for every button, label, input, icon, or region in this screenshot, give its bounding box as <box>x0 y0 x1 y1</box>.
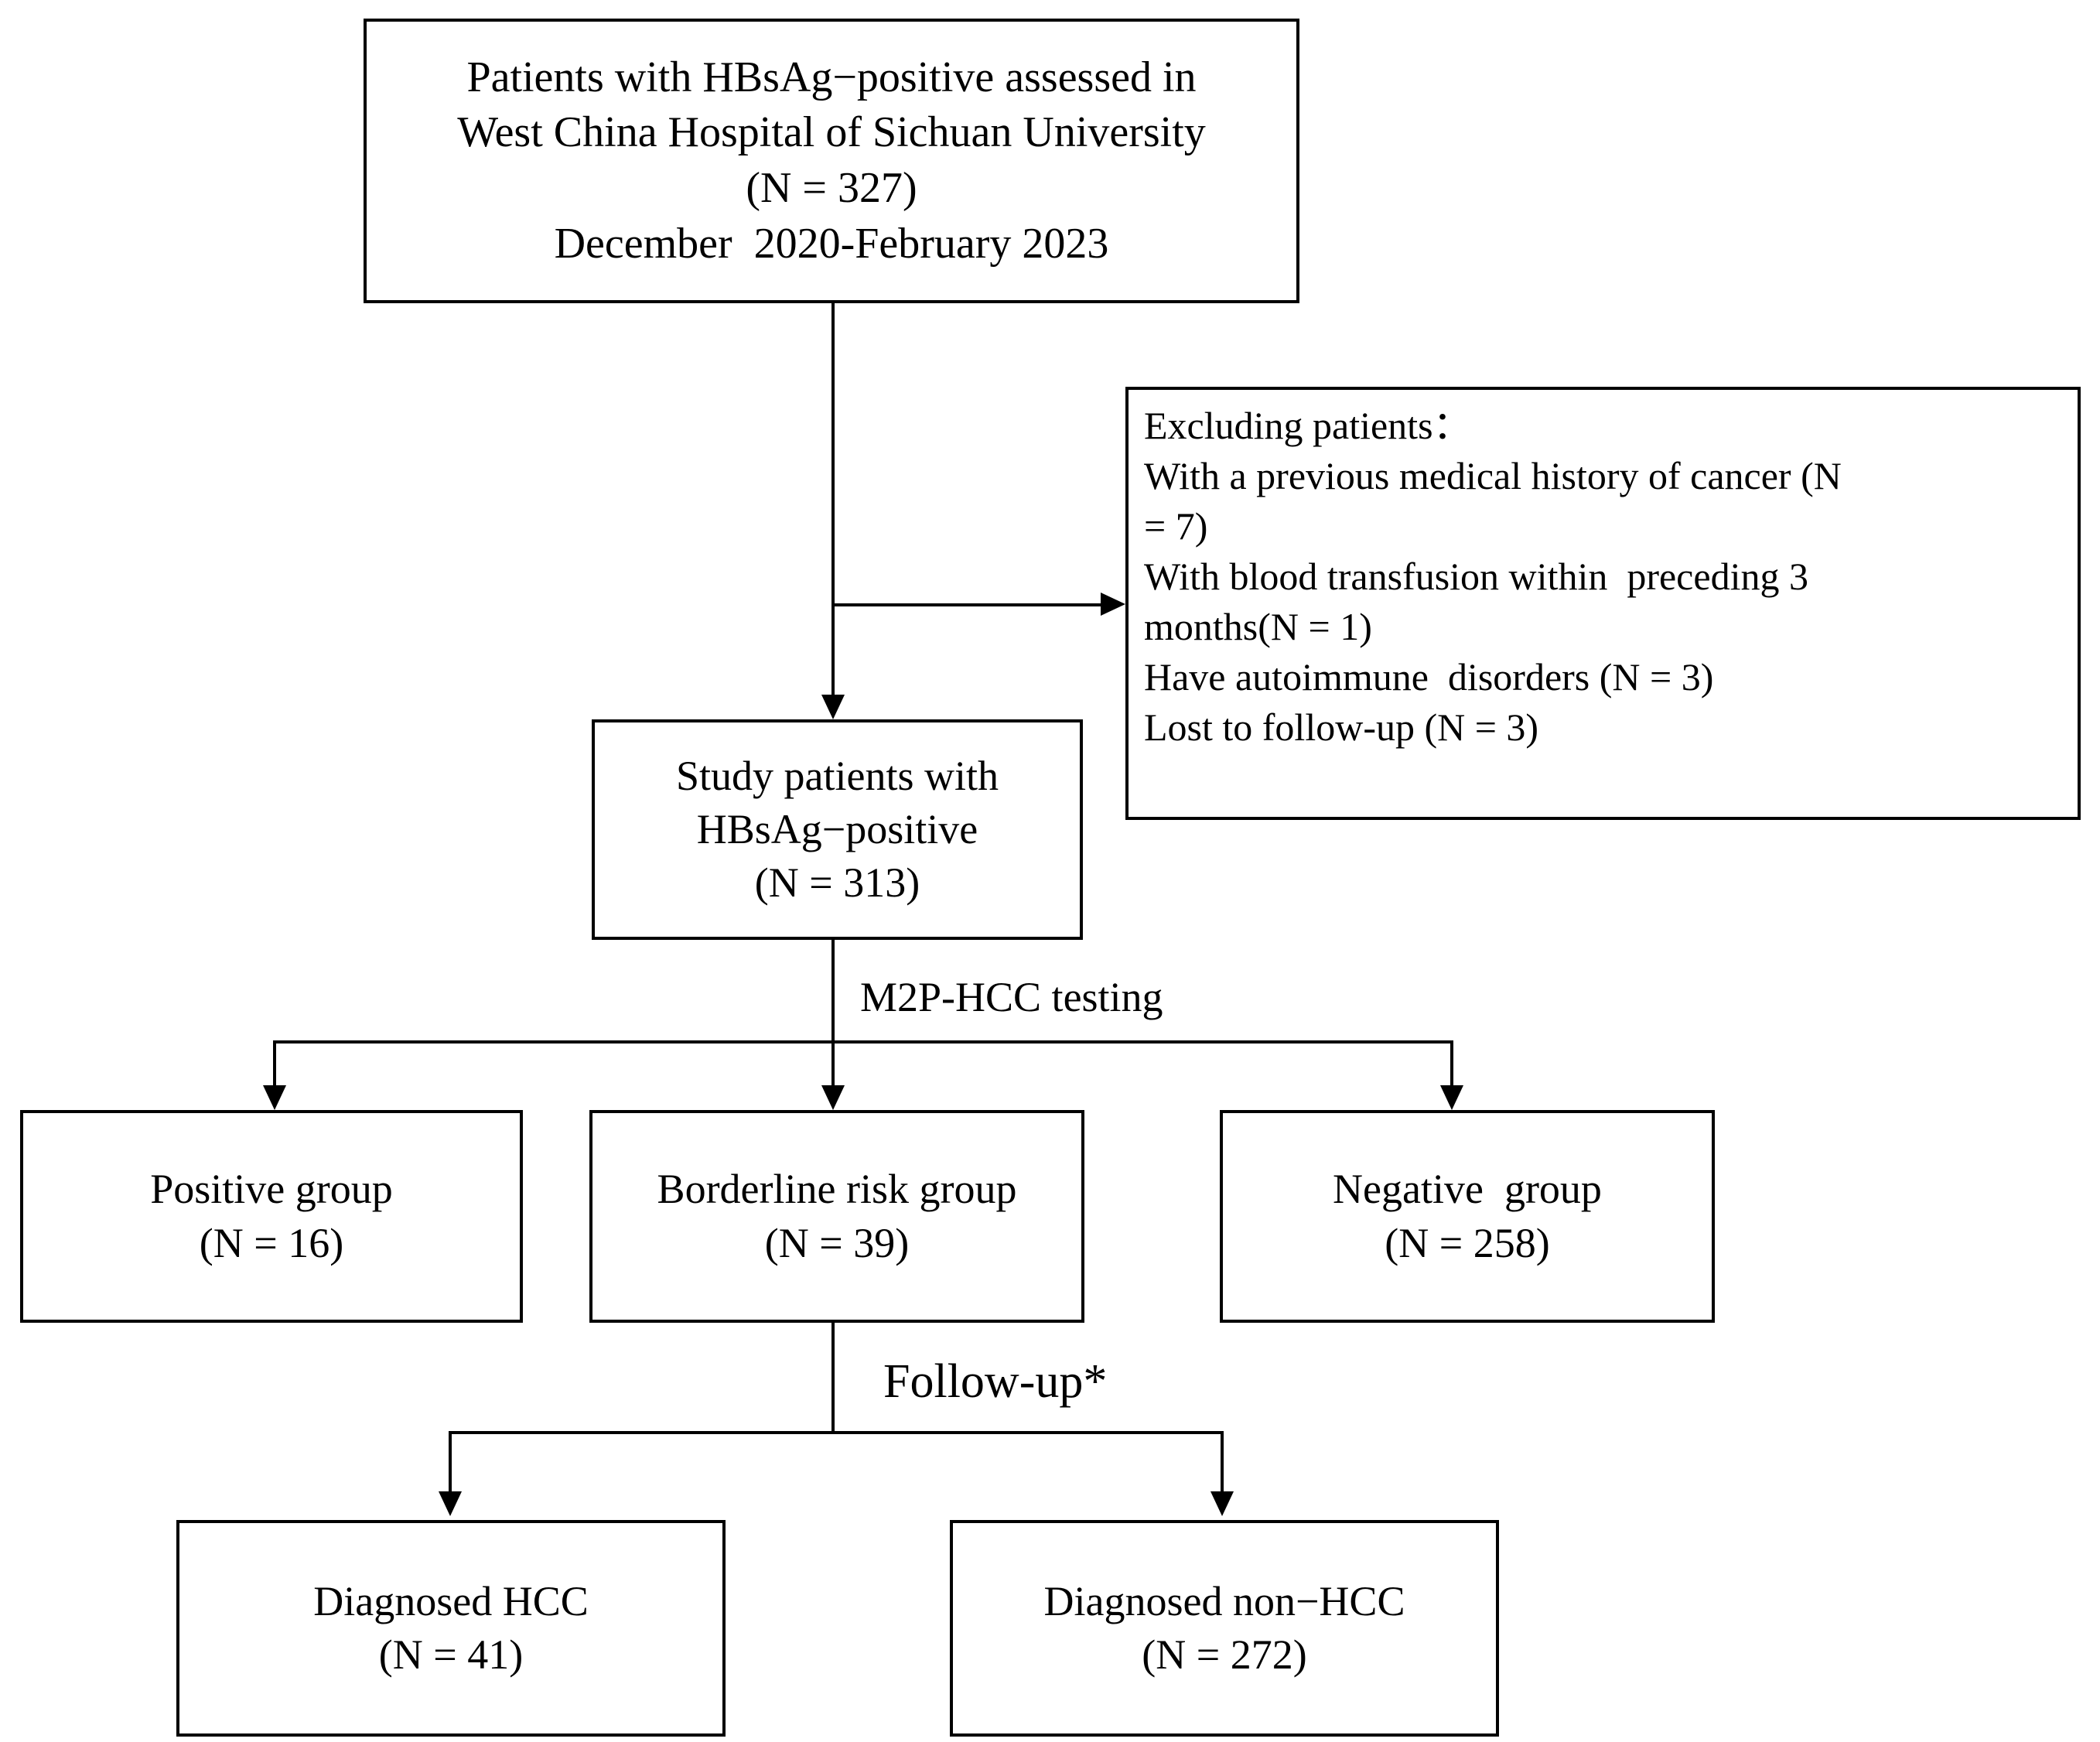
arrow-to-borderline-group <box>821 1085 845 1110</box>
diagnosed-non-hcc-line-2: (N = 272) <box>1142 1631 1307 1678</box>
connector-borderline-to-followup <box>831 1323 835 1433</box>
node-diagnosed-hcc: Diagnosed HCC (N = 41) <box>176 1520 726 1737</box>
enrolled-line-3: (N = 327) <box>746 164 917 212</box>
split-bar-groups <box>273 1040 1453 1043</box>
positive-group-line-1: Positive group <box>150 1166 393 1213</box>
arrow-to-negative-group <box>1440 1085 1463 1110</box>
edge-label-followup: Follow-up* <box>883 1355 1108 1408</box>
study-line-3: (N = 313) <box>754 859 920 907</box>
excluded-line-6: Have autoimmune disorders (N = 3) <box>1144 655 1714 699</box>
positive-group-line-2: (N = 16) <box>199 1219 344 1266</box>
arrow-to-positive-group <box>263 1085 286 1110</box>
node-borderline-risk-group: Borderline risk group (N = 39) <box>589 1110 1084 1323</box>
enrolled-line-1: Patients with HBsAg−positive assessed in <box>466 53 1197 101</box>
excluded-line-3: = 7) <box>1144 504 1208 548</box>
drop-to-diagnosed-non-hcc <box>1221 1431 1224 1494</box>
connector-to-exclusions <box>835 603 1102 606</box>
enrolled-line-4: December 2020-February 2023 <box>554 219 1109 268</box>
excluded-line-4: With blood transfusion within preceding … <box>1144 555 1808 598</box>
arrow-to-diagnosed-hcc <box>439 1491 462 1516</box>
edge-label-m2p-hcc-testing: M2P-HCC testing <box>860 974 1163 1020</box>
diagnosed-hcc-line-2: (N = 41) <box>378 1631 524 1678</box>
excluded-line-7: Lost to follow-up (N = 3) <box>1144 705 1539 749</box>
negative-group-line-2: (N = 258) <box>1385 1219 1550 1266</box>
excluded-line-5: months(N = 1) <box>1144 605 1372 648</box>
drop-to-positive-group <box>273 1040 276 1088</box>
node-negative-group: Negative group (N = 258) <box>1220 1110 1715 1323</box>
node-study-patients: Study patients with HBsAg−positive (N = … <box>592 719 1083 940</box>
connector-enrolled-to-study <box>831 303 835 698</box>
arrow-to-diagnosed-non-hcc <box>1210 1491 1234 1516</box>
borderline-group-line-2: (N = 39) <box>764 1219 910 1266</box>
diagnosed-non-hcc-line-1: Diagnosed non−HCC <box>1043 1577 1405 1624</box>
node-excluded-patients: Excluding patients： With a previous medi… <box>1125 387 2081 820</box>
drop-to-diagnosed-hcc <box>449 1431 452 1494</box>
excluded-line-2: With a previous medical history of cance… <box>1144 454 1842 497</box>
drop-to-borderline-group <box>831 1040 835 1088</box>
arrow-enrolled-to-study <box>821 695 845 719</box>
borderline-group-line-1: Borderline risk group <box>657 1166 1017 1213</box>
node-diagnosed-non-hcc: Diagnosed non−HCC (N = 272) <box>950 1520 1499 1737</box>
study-line-1: Study patients with <box>676 752 999 799</box>
connector-study-to-split <box>831 940 835 1042</box>
arrow-to-exclusions <box>1101 593 1125 616</box>
split-bar-followup <box>449 1431 1224 1434</box>
drop-to-negative-group <box>1450 1040 1453 1088</box>
diagnosed-hcc-line-1: Diagnosed HCC <box>313 1577 589 1624</box>
node-positive-group: Positive group (N = 16) <box>20 1110 523 1323</box>
node-enrolled-patients: Patients with HBsAg−positive assessed in… <box>364 19 1299 303</box>
excluded-line-1: Excluding patients： <box>1144 404 1472 447</box>
study-line-2: HBsAg−positive <box>696 805 978 852</box>
negative-group-line-1: Negative group <box>1333 1166 1602 1213</box>
enrolled-line-2: West China Hospital of Sichuan Universit… <box>457 108 1206 157</box>
